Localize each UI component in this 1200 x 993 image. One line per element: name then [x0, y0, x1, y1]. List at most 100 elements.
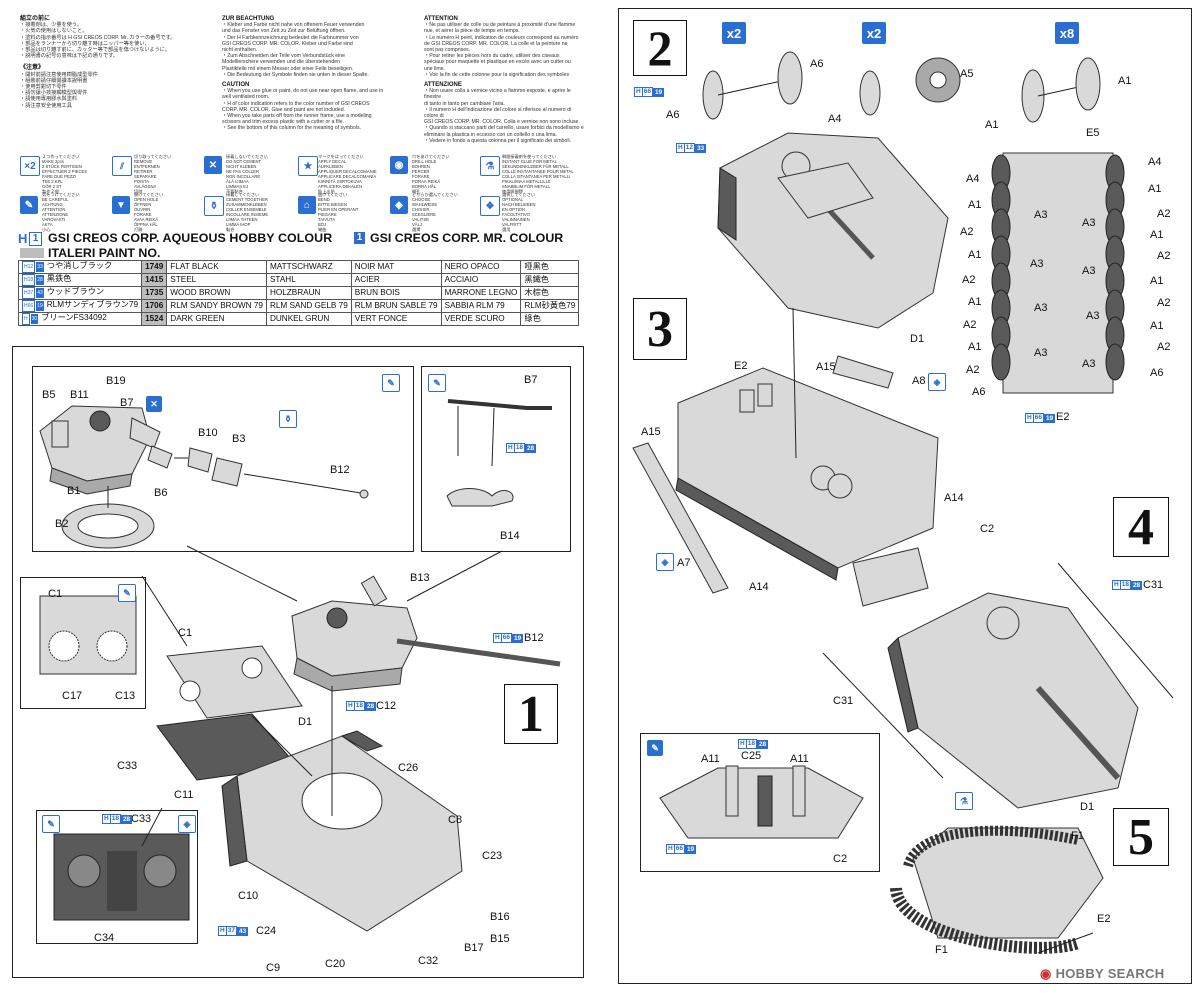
part-label: A3 — [1034, 347, 1048, 359]
part-label: B11 — [70, 389, 89, 401]
step1-sub-rail — [421, 366, 571, 552]
part-label: C1 — [178, 627, 193, 639]
part-label: B16 — [490, 911, 510, 923]
part-label: C25 — [741, 750, 762, 762]
paint-cn-cell: RLM砂黃色79 — [520, 299, 580, 313]
part-label: A15 — [641, 426, 661, 438]
part-label: A2 — [1157, 341, 1171, 353]
step1-sub-deck — [20, 577, 146, 709]
part-label: D1 — [298, 716, 313, 728]
metal-glue-icon: ⚗ — [480, 156, 500, 176]
part-label: C31 — [1143, 579, 1164, 591]
part-label: C11 — [174, 789, 194, 801]
intro-fr-line: de GSI CREOS CORP. MR. COLOR. La colle e… — [424, 40, 568, 47]
cement-together-icon: ⚱ — [204, 196, 224, 216]
intro-jp-line: ・火気の使用はしないこと。 — [20, 28, 88, 35]
part-label: A1 — [985, 119, 999, 131]
part-label: C33 — [131, 813, 152, 825]
part-label: E2 — [1056, 411, 1070, 423]
part-label: B19 — [106, 375, 126, 387]
paint-cn-cell: 哑黑色 — [520, 260, 580, 274]
part-label: B7 — [524, 374, 538, 386]
paint-ital-cell: 1749 — [141, 260, 168, 274]
paint-h-num: 1 — [29, 232, 42, 246]
intro-cn-line: ・開封前請注意使用樹脂成型零件 — [20, 71, 98, 78]
part-label: A3 — [1082, 358, 1096, 370]
step1-sub-vents — [36, 810, 198, 944]
rail-assembly-exploded — [446, 399, 552, 507]
intro-it-line: ・Vedere in fondo a questa colonna per il… — [424, 137, 572, 144]
intro-cn-head: 《注意》 — [20, 65, 45, 72]
hull-top-D1 — [221, 730, 463, 932]
part-label: C26 — [398, 762, 419, 774]
intro-jp-line: ・塗料の指示番号は H GSI CREOS CORP. Mr. カラーの番号です… — [20, 34, 176, 41]
alternative-icon: ◈ — [390, 196, 408, 214]
paint-fr-cell: RLM BRUN SABLE 79 — [350, 299, 442, 313]
step1-drawing — [39, 399, 561, 932]
intro-it-line: eliminare la plastica in eccesso con un … — [424, 131, 557, 138]
intro-jp-line: ・接着剤は、少量を使う。 — [20, 22, 82, 29]
part-label: B10 — [198, 427, 218, 439]
intro-it-line: di tanto in tanto per cambiare l'aria. — [424, 100, 505, 107]
rear-plate-detail — [659, 765, 864, 839]
paint-it-cell: MARRONE LEGNO — [440, 286, 522, 300]
step-number-3: 3 — [633, 298, 687, 360]
careful-icon: ✎ — [118, 584, 136, 602]
part-label: A3 — [1034, 302, 1048, 314]
paint-de-cell: MATTSCHWARZ — [265, 260, 352, 274]
careful-icon: ✎ — [382, 374, 400, 392]
paint-en-cell: RLM SANDY BROWN 79 — [166, 299, 267, 313]
metal-glue-icon: ⚗ — [955, 792, 973, 810]
paint-mr-title: GSI CREOS CORP. MR. COLOUR — [370, 231, 564, 245]
intro-jp-line: ・部品をランナーから切り離す時はニッパー等を使い、 — [20, 40, 150, 47]
intro-fr: ATTENTION ・Ne pas utiliser de colle ou d… — [424, 16, 584, 144]
part-label: F1 — [1071, 830, 1084, 842]
intro-en-line: ・When you use glue or paint, do not use … — [222, 88, 384, 95]
part-label: B12 — [330, 464, 350, 476]
paint-it-cell: NERO OPACO — [440, 260, 522, 274]
italeri-swatch — [20, 248, 44, 258]
intro-en-line: ・When you take parts off from the runner… — [222, 113, 372, 120]
part-label: C23 — [482, 850, 503, 862]
part-label: B3 — [232, 433, 246, 445]
part-label: A6 — [972, 386, 986, 398]
optional-icon: ❖ — [480, 196, 500, 216]
part-label: A1 — [1150, 320, 1164, 332]
part-label: A1 — [1150, 229, 1164, 241]
step1-frame — [12, 346, 584, 978]
part-label: A2 — [962, 274, 976, 286]
part-label: E2 — [1097, 913, 1111, 925]
right-page-drawing — [632, 51, 1174, 954]
careful-icon: ✎ — [20, 196, 38, 214]
intro-it-line: GSI CREOS CORP. MR. COLOR. Colla e verni… — [424, 119, 580, 126]
paint-h-label: H — [18, 231, 28, 246]
part-label: C24 — [256, 925, 277, 937]
part-label: A2 — [1157, 297, 1171, 309]
intro-de-line: GSI CREOS CORP. MR. COLOR. Kleber und Fa… — [222, 40, 353, 47]
part-label: B1 — [67, 485, 81, 497]
intro-de-line: nicht enthalten. — [222, 47, 258, 54]
paint-en-cell: FLAT BLACK — [166, 260, 267, 274]
multiplier-x2-icon: x2 — [722, 22, 746, 44]
open-hole-icon: ▼ — [112, 196, 130, 214]
part-label: C8 — [448, 814, 463, 826]
intro-fr-line: spéciaux pour maquette et plastique en e… — [424, 59, 571, 66]
part-label: A1 — [968, 249, 982, 261]
part-label: B2 — [55, 518, 69, 530]
intro-en-line: scissors and trim excess plastic with a … — [222, 119, 344, 126]
part-label: B13 — [410, 572, 430, 584]
intro-cn-line: ・請注意安全使用工具 — [20, 102, 72, 109]
paint-fr-cell: NOIR MAT — [350, 260, 442, 274]
